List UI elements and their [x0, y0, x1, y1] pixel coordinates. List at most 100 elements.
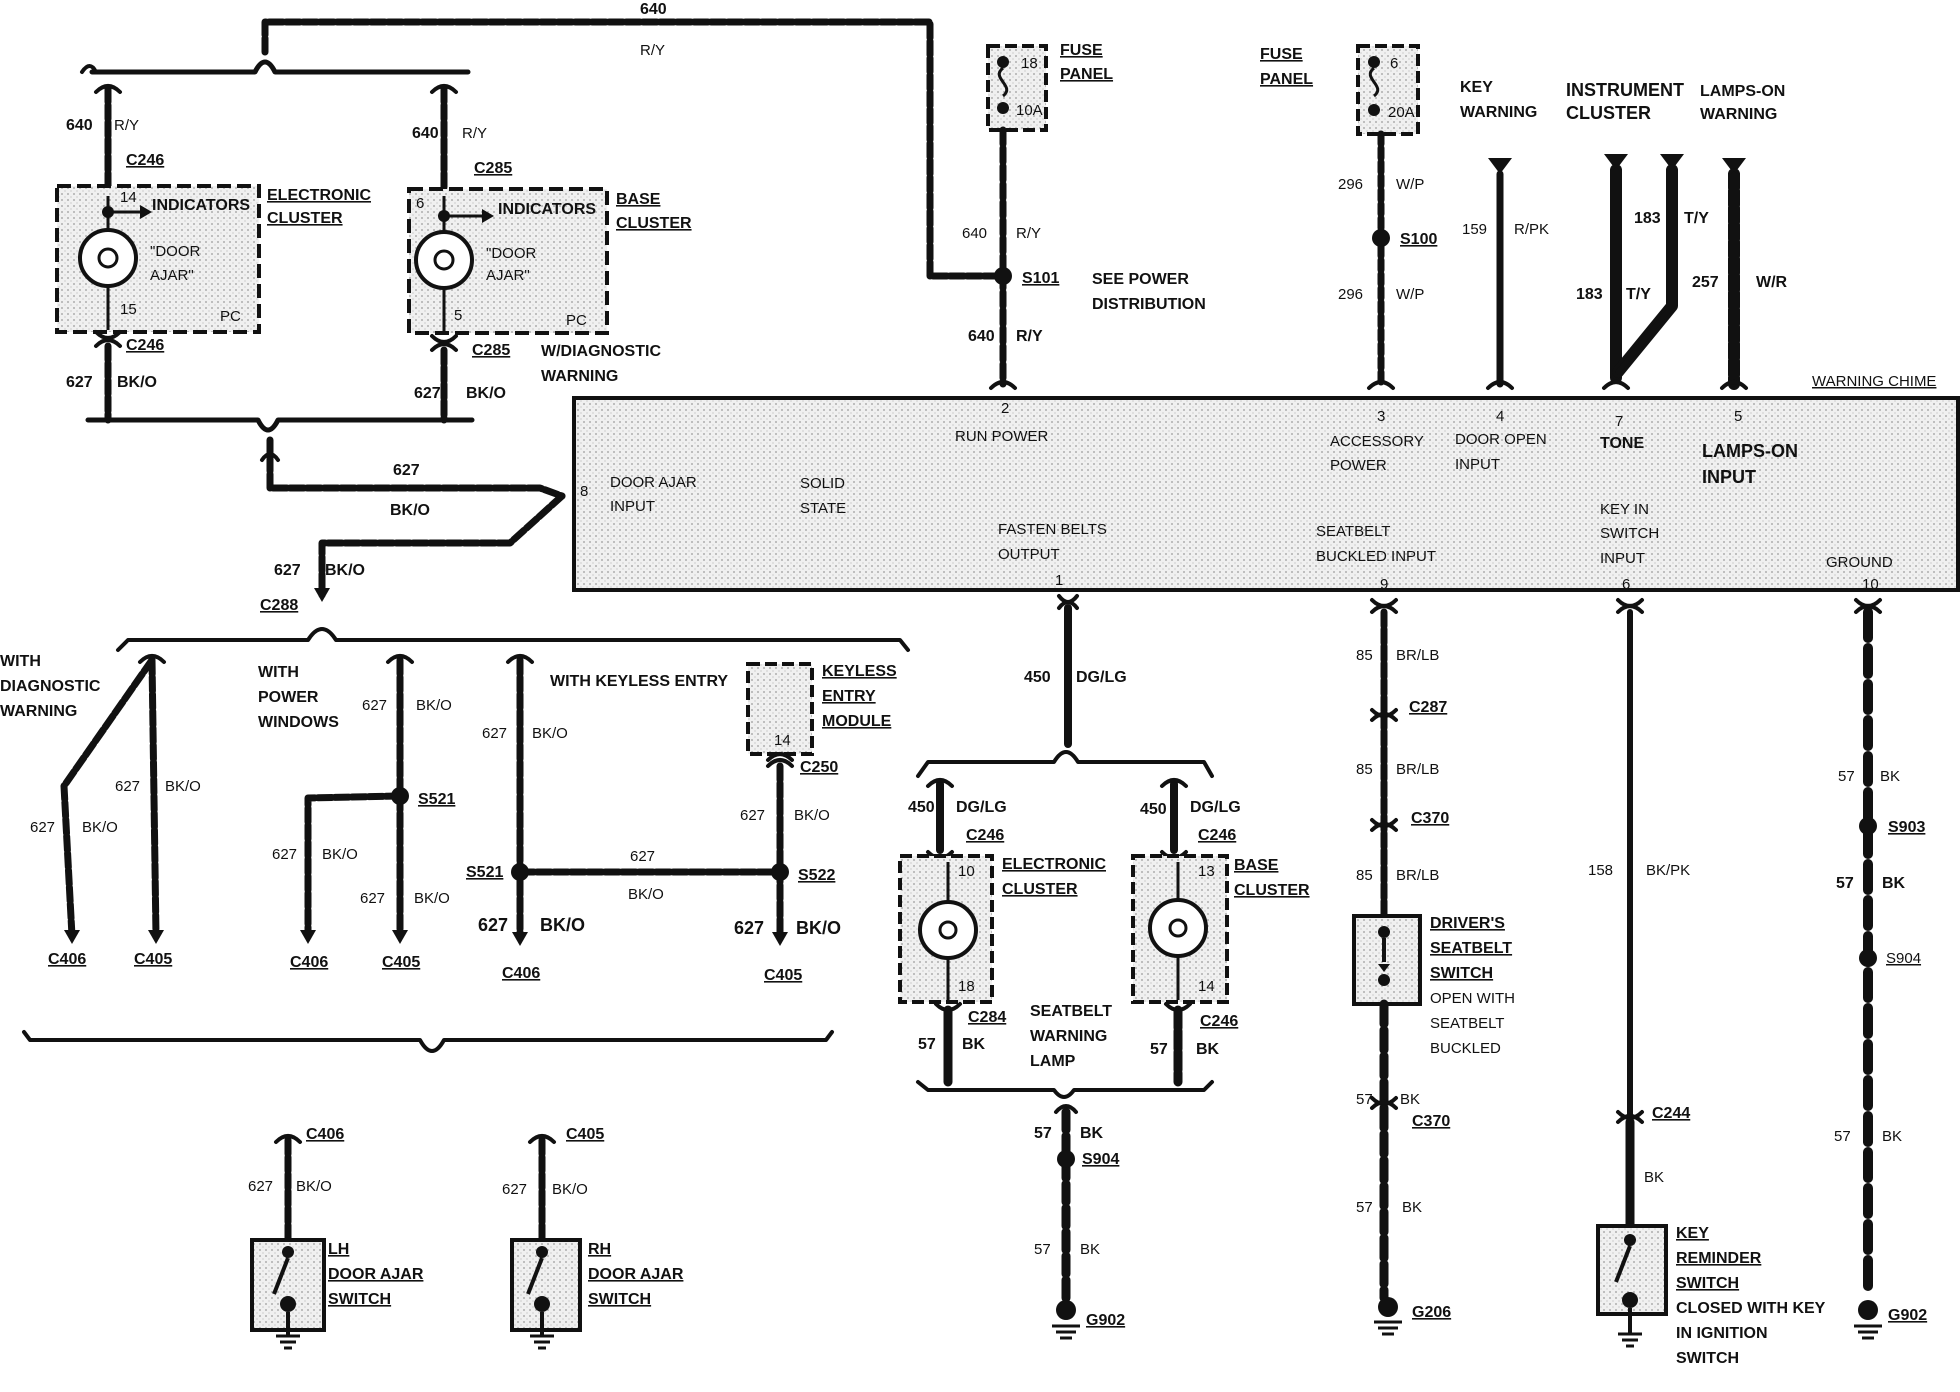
ec-bot-term — [94, 330, 122, 340]
s101-splice-icon — [994, 267, 1012, 285]
wire-627-pw3-num: 627 — [360, 890, 385, 907]
seatbelt-lamp-ec-icon — [918, 900, 978, 960]
chime-pin-1: 1 — [1055, 572, 1063, 589]
fuse-18-top — [997, 56, 1009, 68]
chime-keyin-2: SWITCH — [1600, 525, 1659, 542]
connector-s101: S101 — [1022, 270, 1059, 287]
seatbelt-lamp-ec-filament — [938, 920, 958, 940]
wire-183a-color: T/Y — [1626, 286, 1651, 303]
wire-57-ec-color: BK — [962, 1036, 986, 1053]
drivers-sw-6: BUCKLED — [1430, 1040, 1501, 1057]
wire-627-ec-color: BK/O — [117, 374, 157, 391]
wire-57-c370-color: BK — [1400, 1091, 1420, 1108]
ec-lamp-pin-bot: 18 — [958, 978, 975, 995]
c250-term — [766, 752, 794, 762]
wire-627-ke5-num: 627 — [734, 918, 764, 938]
wire-450-bc-num: 450 — [1140, 801, 1167, 818]
ec-lamp-label-2: CLUSTER — [1002, 881, 1078, 898]
rh-term — [528, 1134, 556, 1144]
bc-lamp-term — [1160, 778, 1188, 788]
key-warning-2: WARNING — [1460, 104, 1537, 121]
wire-627-ke4-num: 627 — [740, 807, 765, 824]
connector-s904a: S904 — [1082, 1151, 1119, 1168]
wire-450-bc-color: DG/LG — [1190, 799, 1241, 816]
s521a-splice-icon — [391, 787, 409, 805]
inst-arrow-2-icon — [1660, 154, 1684, 170]
bc-lamp-pin-top: 13 — [1198, 863, 1215, 880]
chime-pin-5: 5 — [1734, 408, 1742, 425]
ec-door-1: "DOOR — [150, 243, 200, 260]
c405b-arrow-icon — [392, 930, 408, 944]
wire-57-ec-num: 57 — [918, 1036, 936, 1053]
chime-pin-4: 4 — [1496, 408, 1504, 425]
wire-627-to-chime — [266, 436, 566, 500]
connector-c406a: C406 — [48, 951, 86, 968]
lh-label-1: LH — [328, 1241, 349, 1258]
keyless-label-2: ENTRY — [822, 688, 876, 705]
with-pw-1: WITH — [258, 664, 299, 681]
wire-627-ke3-color: BK/O — [540, 915, 585, 935]
wire-627-mid-num: 627 — [393, 462, 420, 479]
with-diag-3: WARNING — [0, 703, 77, 720]
door-ajar-switches: C406 627 BK/O LH DOOR AJAR SWITCH C405 6… — [248, 1126, 684, 1350]
connector-s522: S522 — [798, 867, 835, 884]
g902b-ground-icon — [1854, 1324, 1882, 1340]
key-warning-arrow-icon — [1488, 158, 1512, 174]
drivers-sw-4: OPEN WITH — [1430, 990, 1515, 1007]
bc-pc: PC — [566, 312, 587, 329]
seatbelt-lamp-circuit: 450 DG/LG 450 DG/LG C246 10 18 ELECTRONI… — [898, 594, 1310, 1340]
key-reminder-6: SWITCH — [1676, 1350, 1739, 1367]
kr-switch-contact-bot — [1622, 1292, 1638, 1308]
bc-label-1: BASE — [616, 191, 661, 208]
seatbelt-lamp-bc-icon — [1148, 898, 1208, 958]
connector-c287: C287 — [1409, 699, 1447, 716]
connector-c405c: C405 — [764, 967, 802, 984]
wire-627-diag-2-num: 627 — [115, 778, 140, 795]
chime-keyin-3: INPUT — [1600, 550, 1645, 567]
ec-pin-top: 14 — [120, 189, 137, 206]
c288-bracket — [116, 627, 910, 652]
wire-57-s904a-color: BK — [1080, 1125, 1104, 1142]
wire-57-bc-color: BK — [1196, 1041, 1220, 1058]
chime-accessory-2: POWER — [1330, 457, 1387, 474]
connector-g902a: G902 — [1086, 1312, 1125, 1329]
wire-57-r1-num: 57 — [1838, 768, 1855, 785]
connector-c370b: C370 — [1412, 1113, 1450, 1130]
c370b-term-2 — [1370, 1100, 1398, 1110]
wire-57-g206-color: BK — [1402, 1199, 1422, 1216]
fuse-1-label-1: FUSE — [1060, 42, 1103, 59]
s100-splice-icon — [1372, 229, 1390, 247]
wire-296b-color: W/P — [1396, 286, 1424, 303]
wire-183a-num: 183 — [1576, 286, 1603, 303]
rh-ground-icon — [530, 1334, 554, 1350]
wire-57-s904b-color: BK — [1080, 1241, 1100, 1258]
wire-85c-color: BR/LB — [1396, 867, 1439, 884]
s904a-term — [1054, 1104, 1078, 1114]
door-ajar-lamp-filament — [97, 247, 119, 269]
drivers-sw-2: SEATBELT — [1430, 940, 1512, 957]
g902a-ground-icon — [1052, 1324, 1080, 1340]
chime-seatbelt-1: SEATBELT — [1316, 523, 1390, 540]
with-diag-2: DIAGNOSTIC — [0, 678, 101, 695]
connector-c370a: C370 — [1411, 810, 1449, 827]
bc-bot-term-2 — [430, 342, 458, 352]
connector-c284: C284 — [968, 1009, 1006, 1026]
wire-640-top-color: R/Y — [640, 42, 665, 59]
top-left-clusters: 640 R/Y 640 R/Y C246 INDICATORS "DOOR AJ… — [55, 1, 1007, 614]
wire-57-r1-color: BK — [1880, 768, 1900, 785]
wire-627-ke2-num: 627 — [630, 848, 655, 865]
wire-627-diag-2 — [148, 656, 160, 940]
ec-lamp-pin-top: 10 — [958, 863, 975, 880]
wire-627-c288-num: 627 — [274, 562, 301, 579]
chime-keyin-1: KEY IN — [1600, 501, 1649, 518]
ec-bot-term-2 — [94, 338, 122, 348]
s904a-splice-icon — [1057, 1150, 1075, 1168]
c406a-arrow-icon — [64, 930, 80, 944]
seatbelt-switch-circuit: 85 BR/LB C287 85 BR/LB C370 85 BR/LB DRI… — [1352, 598, 1515, 1336]
key-reminder-circuit: 158 BK/PK C244 BK KEY REMINDER SWITCH CL… — [1588, 598, 1826, 1367]
chime-seatbelt-2: BUCKLED INPUT — [1316, 548, 1436, 565]
ec-arrow-icon — [140, 205, 152, 219]
chime-tone: TONE — [1600, 435, 1644, 452]
connector-c405a: C405 — [134, 951, 172, 968]
